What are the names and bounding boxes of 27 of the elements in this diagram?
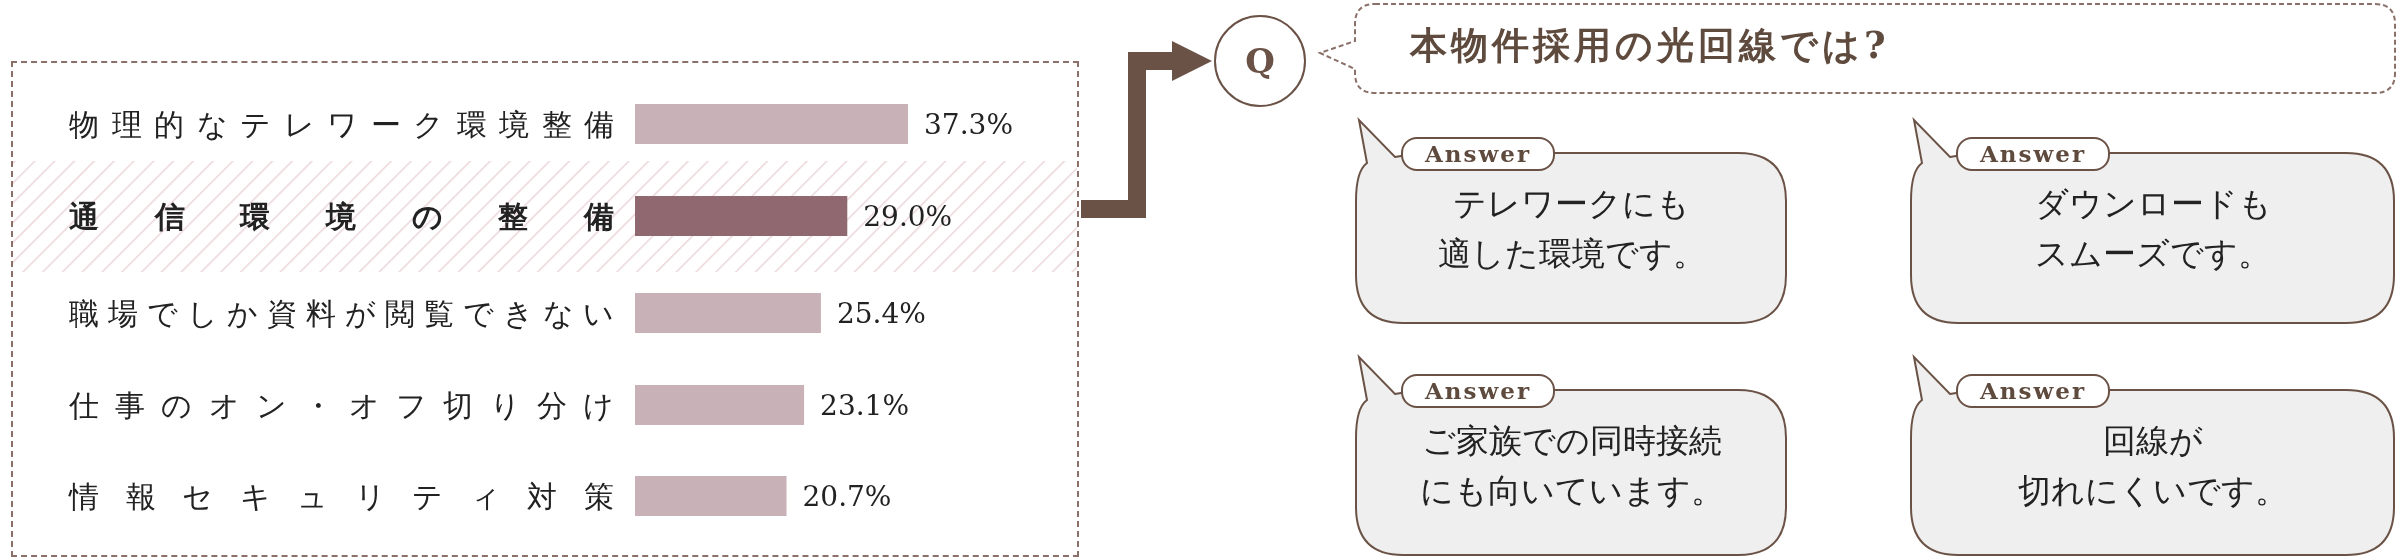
question-text: 本物件採用の光回線では? (1410, 22, 1890, 69)
value-label: 29.0% (863, 200, 953, 233)
question-circle: Q (1214, 15, 1306, 107)
elbow-arrow (1081, 41, 1212, 218)
category-label: 職場でしか資料が閲覧できない (69, 296, 614, 331)
speech-bubble (1910, 119, 2396, 325)
category-label: 物理的なテレワーク環境整備 (69, 107, 614, 142)
category-label: 通信環境の整備 (69, 199, 614, 234)
answer-text: 回線が切れにくいです。 (2017, 420, 2289, 512)
chart-panel (11, 61, 1079, 557)
answer-badge: Answer (1401, 137, 1556, 171)
answer-text: ダウンロードもスムーズです。 (2033, 183, 2273, 275)
value-label: 37.3% (924, 108, 1013, 141)
speech-bubble (1355, 356, 1788, 557)
answer-badge: Answer (1956, 374, 2111, 408)
category-label: 仕事のオン・オフ切り分け (69, 388, 614, 423)
answer-badge: Answer (1401, 374, 1556, 408)
category-label: 情報セキュリティ対策 (69, 479, 614, 514)
speech-bubble (1355, 119, 1788, 325)
answer-text: テレワークにも適した環境です。 (1436, 183, 1707, 275)
question-bubble (1318, 3, 2397, 95)
value-label: 20.7% (802, 480, 892, 513)
value-label: 25.4% (836, 297, 926, 330)
value-label: 23.1% (820, 389, 910, 422)
speech-bubble (1910, 356, 2396, 557)
answer-badge: Answer (1956, 137, 2111, 171)
answer-text: ご家族での同時接続にも向いています。 (1418, 420, 1725, 512)
